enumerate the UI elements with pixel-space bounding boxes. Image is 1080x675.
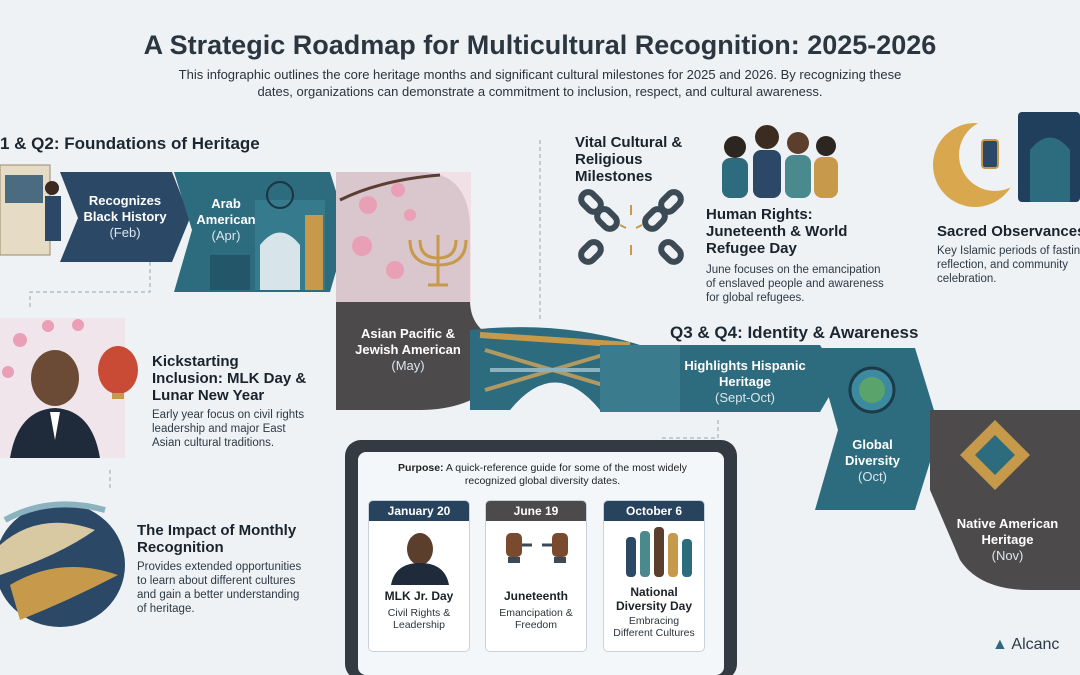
section-q1q2-heading: 1 & Q2: Foundations of Heritage — [0, 134, 260, 153]
date-card-mlk: January 20 MLK Jr. Day Civil Rights & Le… — [368, 500, 470, 652]
broken-chain-graphic — [578, 189, 684, 265]
chevron-native — [930, 410, 1080, 590]
chevron-hispanic-label: Highlights Hispanic Heritage (Sept-Oct) — [684, 358, 806, 405]
broken-chain-fists-icon — [506, 533, 568, 563]
chevron-hispanic — [600, 345, 840, 412]
date-card-sub: Emancipation & Freedom — [499, 607, 573, 631]
human-rights-block: Human Rights: Juneteenth & World Refugee… — [706, 206, 891, 305]
impact-block: The Impact of Monthly Recognition Provid… — [137, 522, 312, 616]
mlk-block-body: Early year focus on civil rights leaders… — [152, 409, 305, 449]
page-subtitle: This infographic outlines the core herit… — [178, 67, 902, 99]
mlk-portrait-graphic — [0, 318, 138, 458]
date-card-diversity: October 6 National Diversity Day Embraci… — [603, 500, 705, 652]
sacred-block-body: Key Islamic periods of fasting, reflecti… — [937, 245, 1080, 285]
chevron-arab-label: Arab American (Apr) — [196, 196, 256, 243]
date-card-sub: Civil Rights & Leadership — [387, 607, 451, 631]
date-card-juneteenth: June 19 Juneteenth Emancipation & Freedo… — [485, 500, 587, 652]
crescent-moon-graphic — [933, 112, 1080, 207]
chevron-black-history — [60, 172, 190, 262]
brand-name: Alcanc — [1011, 636, 1060, 653]
section-q3q4-heading: Q3 & Q4: Identity & Awareness — [670, 323, 919, 342]
impact-block-body: Provides extended opportunities to learn… — [137, 561, 302, 615]
waves-graphic — [0, 501, 125, 627]
page-title: A Strategic Roadmap for Multicultural Re… — [143, 30, 937, 60]
chevron-native-label: Native American Heritage (Nov) — [956, 516, 1059, 563]
mlk-block-title: Kickstarting Inclusion: MLK Day & Lunar … — [152, 353, 307, 404]
section-vital-heading: Vital Cultural & Religious Milestones — [575, 134, 683, 185]
sacred-block: Sacred Observances: Ramadan & Eid al-Fit… — [937, 223, 1080, 286]
brand-mark-icon: ▲ — [992, 636, 1008, 653]
chevron-aapi-label: Asian Pacific & Jewish American (May) — [355, 326, 461, 373]
raised-hands-icon — [626, 527, 692, 577]
purpose-text: Purpose: A quick-reference guide for som… — [398, 462, 687, 487]
brand-logo: ▲ Alcanc — [992, 636, 1059, 654]
date-card-date: October 6 — [604, 501, 704, 521]
people-group-graphic — [722, 125, 838, 198]
date-card-title: MLK Jr. Day — [384, 589, 454, 603]
mlk-icon — [391, 533, 449, 585]
human-rights-block-body: June focuses on the emancipation of ensl… — [706, 264, 884, 304]
chevron-global — [815, 348, 940, 510]
chevron-aapi — [336, 172, 500, 410]
human-rights-block-title: Human Rights: Juneteenth & World Refugee… — [706, 206, 848, 257]
date-card-title: Juneteenth — [503, 589, 568, 603]
chevron-global-label: Global Diversity (Oct) — [845, 437, 900, 484]
black-history-graphic — [0, 164, 61, 256]
date-card-title: National Diversity Day — [615, 585, 693, 613]
date-card-sub: Embracing Different Cultures — [613, 615, 695, 639]
impact-block-title: The Impact of Monthly Recognition — [137, 522, 297, 556]
sacred-block-title: Sacred Observances: Ramadan & Eid al-Fit… — [937, 223, 1080, 240]
mlk-block: Kickstarting Inclusion: MLK Day & Lunar … — [152, 353, 312, 450]
date-card-date: June 19 — [486, 501, 586, 521]
chevron-arab — [174, 172, 348, 292]
date-card-date: January 20 — [369, 501, 469, 521]
bridge-graphic — [470, 327, 640, 410]
chevron-black-history-label: Recognizes Black History (Feb) — [83, 193, 167, 240]
